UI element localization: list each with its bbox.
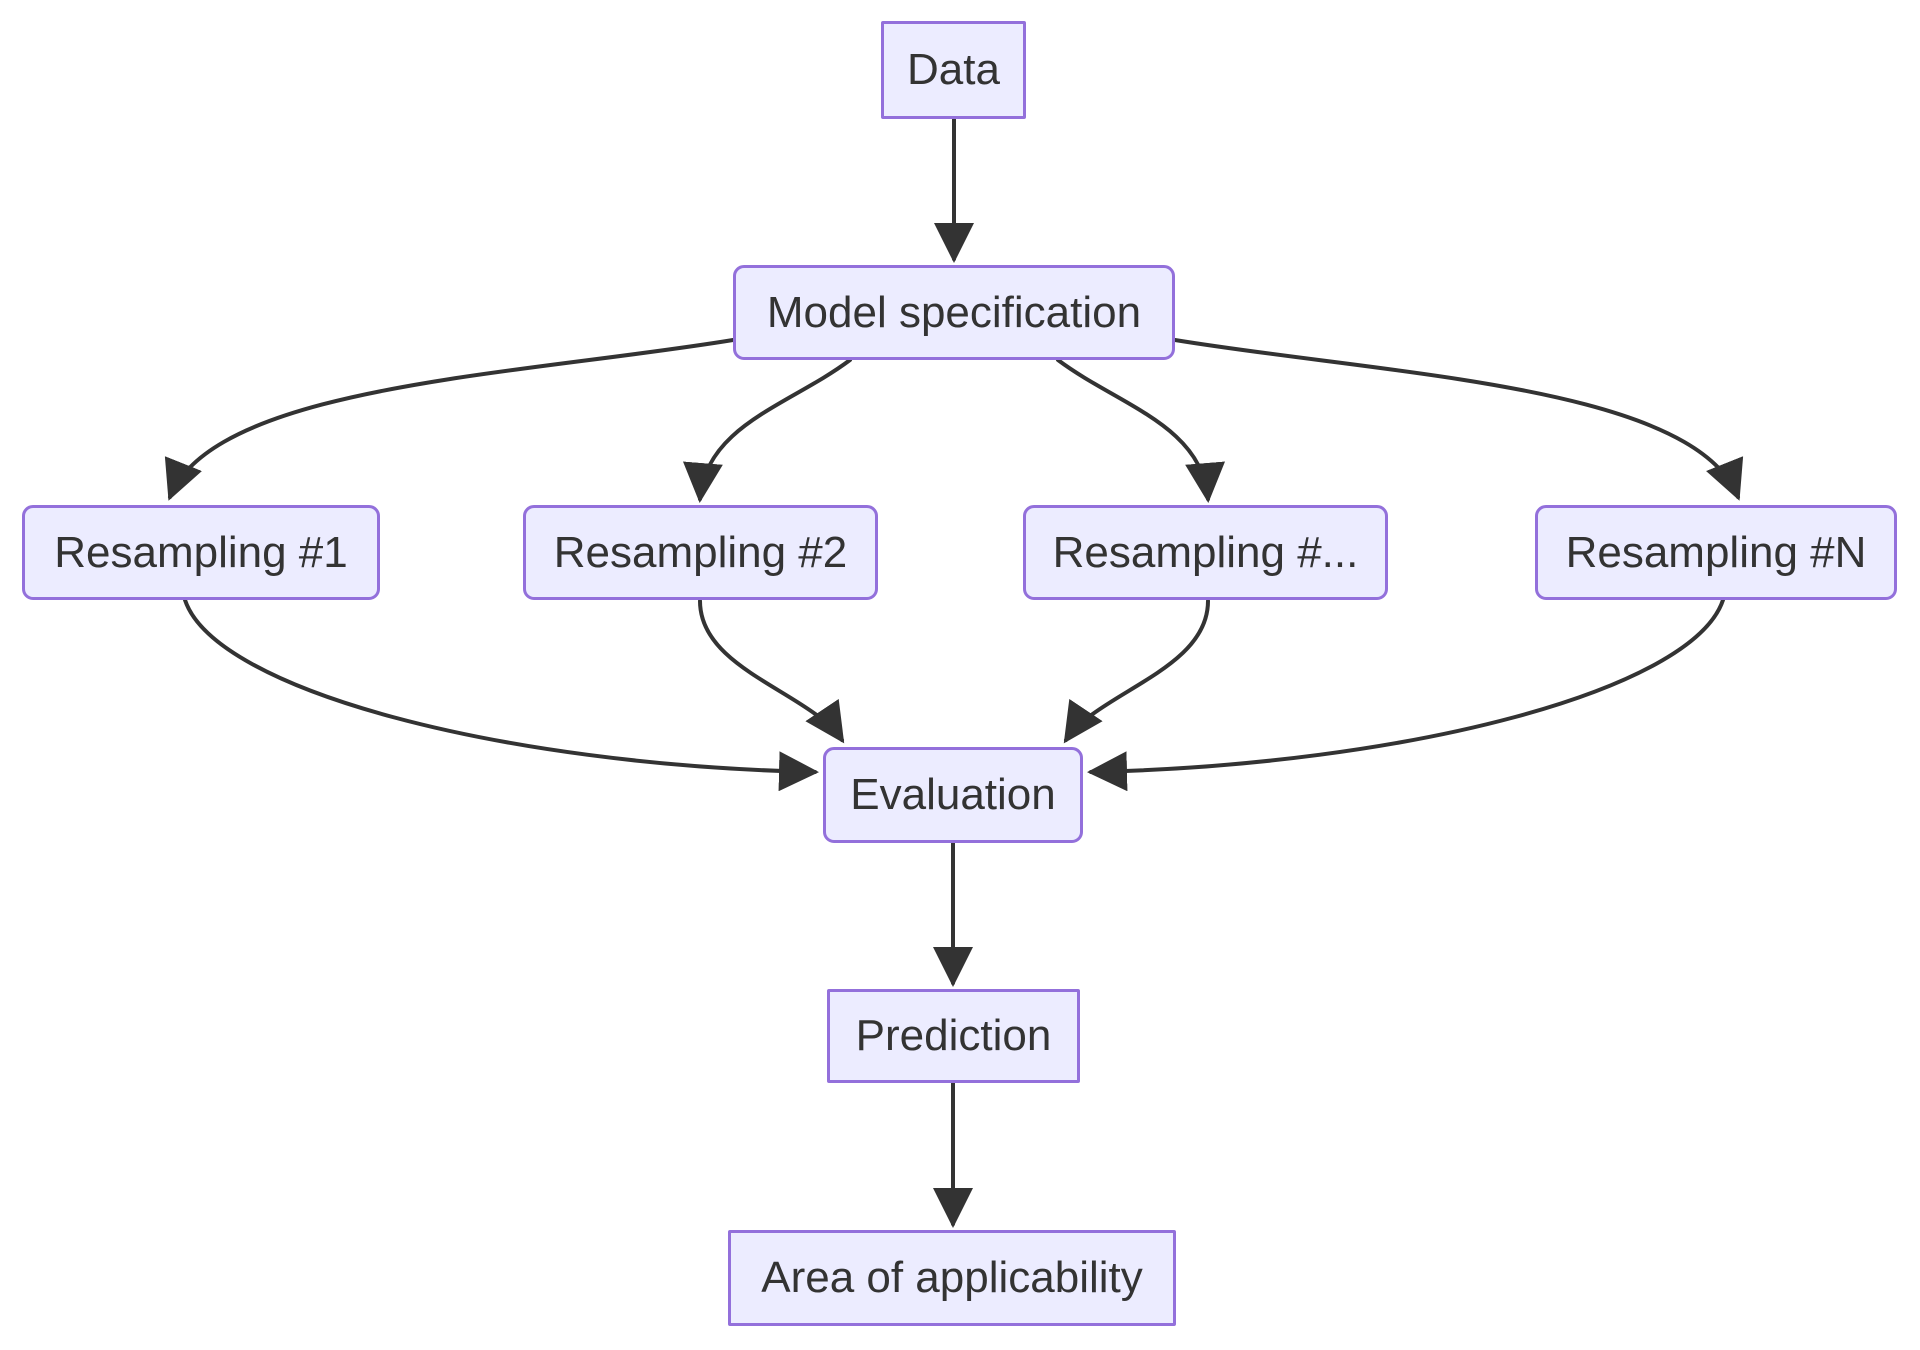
edge-model-to-resampling-2: [683, 358, 852, 503]
node-model-specification-label: Model specification: [766, 287, 1142, 337]
node-data-label: Data: [907, 45, 1000, 94]
node-area-of-applicability-label: Area of applicability: [761, 1253, 1143, 1302]
node-resampling-dots-label: Resampling #...: [1052, 527, 1359, 577]
edge-resampling-dots-to-evaluation: [1063, 599, 1210, 744]
edge-model-to-resampling-n: [1173, 338, 1744, 501]
node-resampling-dots: Resampling #...: [1023, 505, 1388, 600]
node-resampling-1: Resampling #1: [22, 505, 380, 600]
node-data: Data: [881, 21, 1026, 119]
node-evaluation-label: Evaluation: [850, 770, 1056, 819]
edge-resampling-1-to-evaluation: [183, 598, 819, 792]
node-resampling-1-label: Resampling #1: [54, 527, 348, 577]
node-prediction: Prediction: [827, 989, 1080, 1083]
node-resampling-n: Resampling #N: [1535, 505, 1897, 600]
node-area-of-applicability: Area of applicability: [728, 1230, 1176, 1326]
node-resampling-2: Resampling #2: [523, 505, 878, 600]
node-resampling-2-label: Resampling #2: [553, 527, 848, 577]
edge-resampling-n-to-evaluation: [1087, 598, 1725, 792]
node-model-specification: Model specification: [733, 265, 1175, 360]
node-evaluation: Evaluation: [823, 747, 1083, 843]
edge-model-to-resampling-1: [164, 338, 735, 501]
edge-resampling-2-to-evaluation: [698, 599, 845, 744]
node-prediction-label: Prediction: [855, 1011, 1052, 1060]
edge-model-to-resampling-dots: [1056, 358, 1225, 503]
node-resampling-n-label: Resampling #N: [1565, 527, 1867, 577]
